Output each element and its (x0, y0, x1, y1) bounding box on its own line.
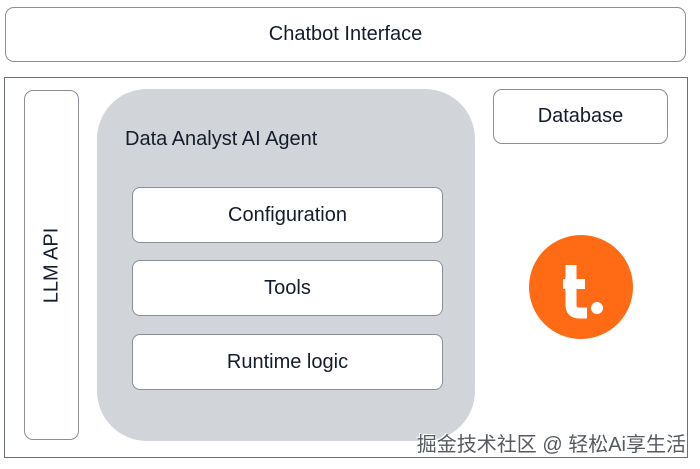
runtime-logic-box: Runtime logic (132, 334, 443, 390)
database-box: Database (493, 89, 668, 144)
configuration-box: Configuration (132, 187, 443, 243)
llm-api-label: LLM API (40, 227, 63, 303)
configuration-label: Configuration (228, 203, 347, 226)
llm-api-box: LLM API (24, 90, 79, 440)
database-label: Database (537, 105, 624, 127)
tools-box: Tools (132, 260, 443, 316)
agent-title: Data Analyst AI Agent (125, 128, 318, 150)
chatbot-interface-box: Chatbot Interface (5, 7, 686, 62)
runtime-logic-label: Runtime logic (226, 350, 349, 373)
tools-label: Tools (264, 276, 311, 299)
t-logo-icon (529, 235, 633, 339)
chatbot-interface-label: Chatbot Interface (268, 23, 423, 45)
watermark: 掘金技术社区 @ 轻松Ai享生活 (416, 434, 686, 456)
